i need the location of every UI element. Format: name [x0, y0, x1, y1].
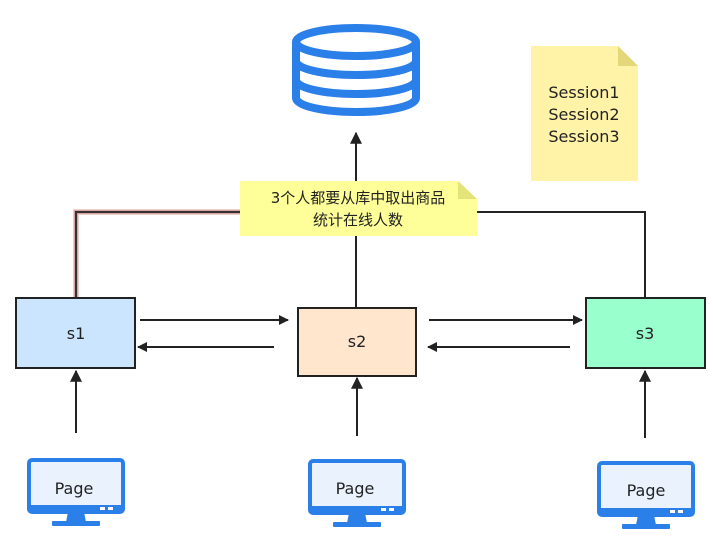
page-label-3: Page [627, 481, 666, 500]
session-line-2: Session2 [548, 105, 619, 124]
server-s1: s1 [15, 297, 136, 369]
session-line-3: Session3 [548, 127, 619, 146]
server-s2: s2 [297, 307, 417, 377]
s1-to-db-connector [73, 209, 240, 297]
monitor-icon: Page [308, 459, 406, 527]
note-line-1: 3个人都要从库中取出商品 [271, 189, 446, 207]
database-icon [292, 24, 420, 116]
fetch-goods-note: 3个人都要从库中取出商品 统计在线人数 [240, 181, 477, 236]
note-line-2: 统计在线人数 [313, 211, 403, 229]
page-label-1: Page [55, 479, 94, 498]
server-s3-label: s3 [636, 324, 655, 343]
s1-to-db-connector-core [75, 211, 240, 297]
page-label-2: Page [336, 479, 375, 498]
s3-to-db-connector [476, 211, 646, 298]
session-sticky-note: Session1 Session2 Session3 [531, 46, 638, 181]
monitor-icon: Page [597, 461, 695, 529]
server-s2-label: s2 [348, 332, 367, 351]
server-s3: s3 [585, 297, 706, 369]
server-s1-label: s1 [67, 324, 86, 343]
session-line-1: Session1 [548, 83, 619, 102]
monitor-icon: Page [27, 458, 125, 526]
